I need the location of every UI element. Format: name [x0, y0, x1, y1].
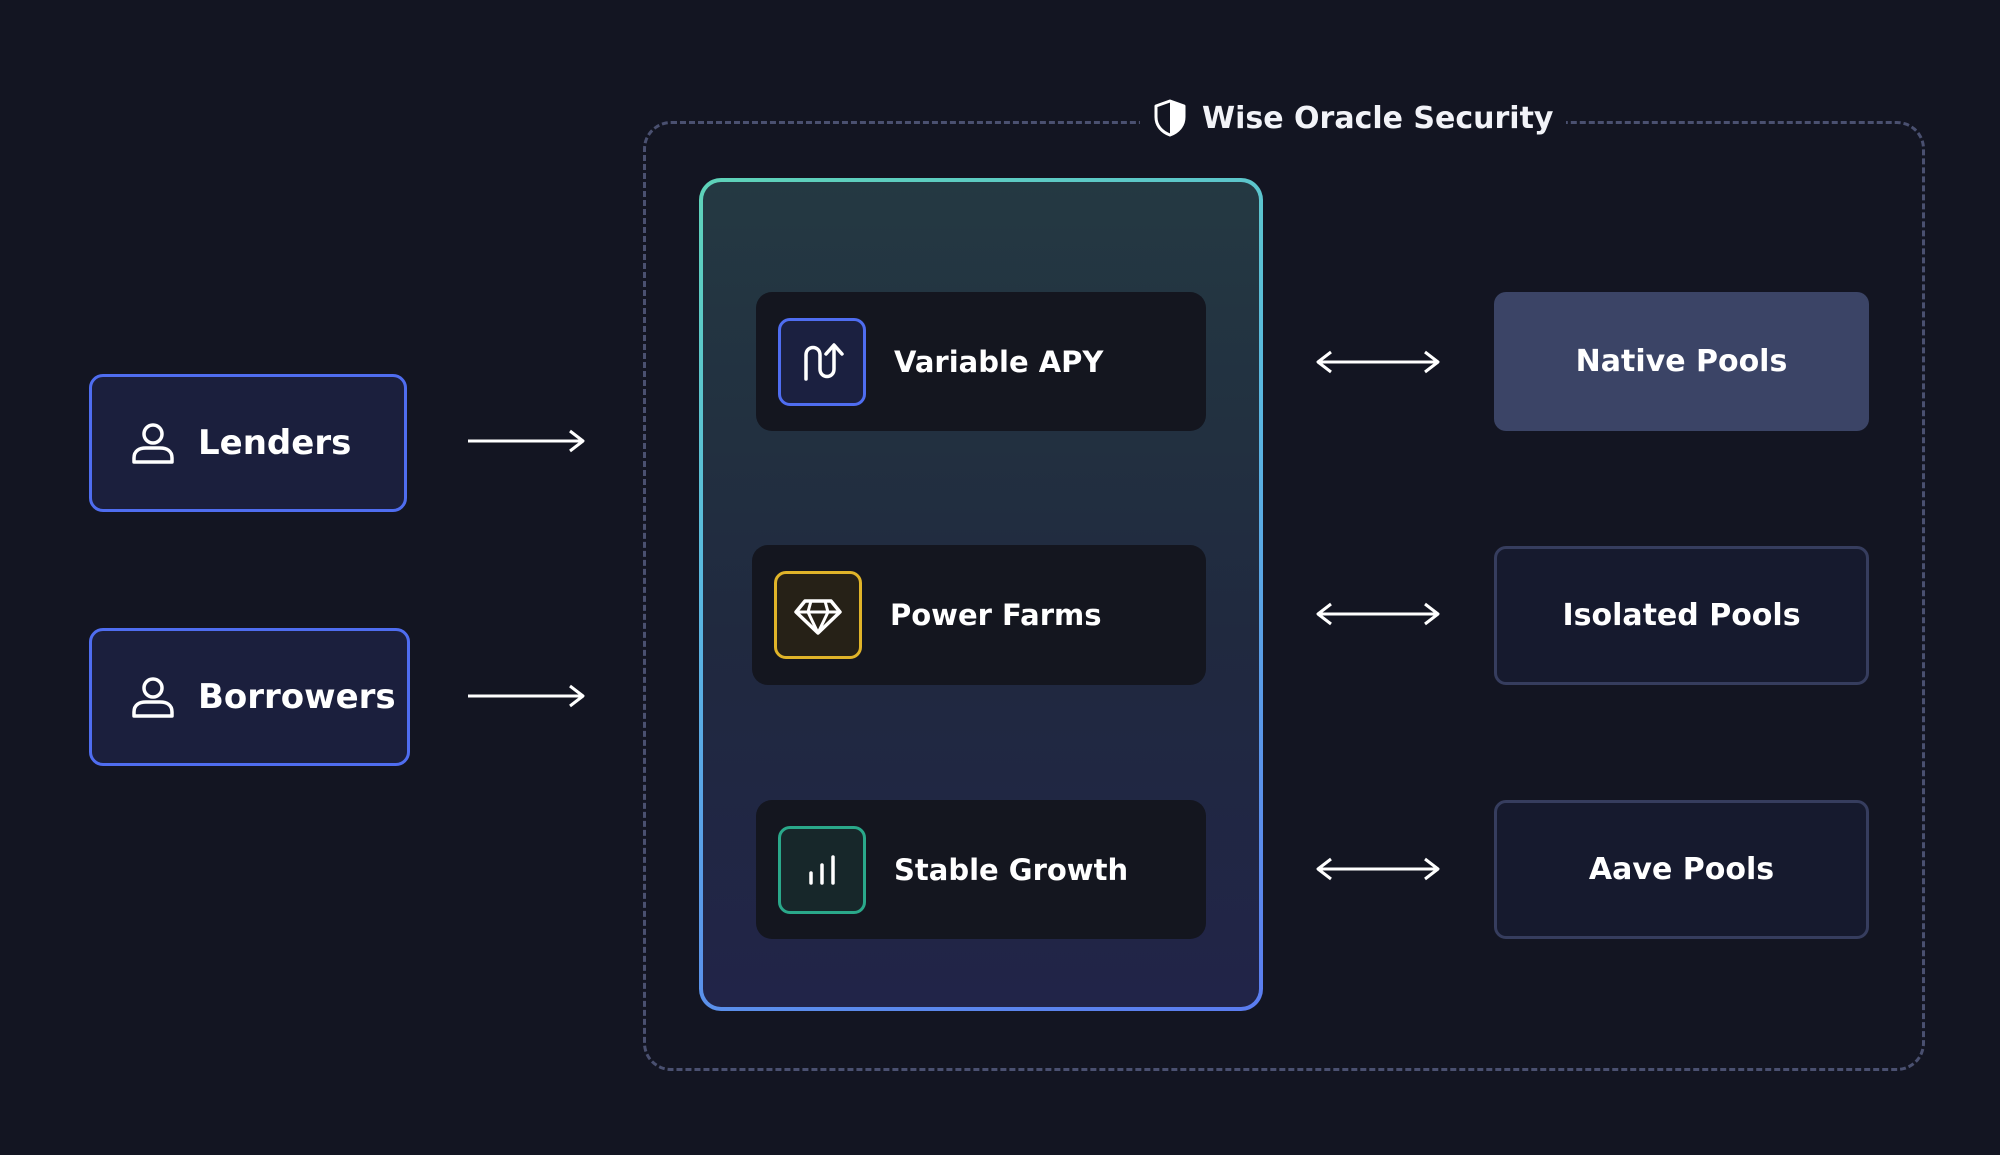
diamond-icon [794, 599, 842, 635]
strategy-stable-growth: Stable Growth [756, 800, 1206, 939]
actor-label: Borrowers [198, 677, 396, 717]
strategy-icon-tile [778, 825, 866, 914]
arrow-right-icon [468, 684, 585, 708]
security-label: Wise Oracle Security [1140, 94, 1566, 142]
arrow-bidirectional-icon [1316, 602, 1440, 626]
strategy-label: Stable Growth [894, 852, 1129, 887]
arrow-bidirectional-icon [1316, 350, 1440, 374]
strategy-icon-tile [778, 317, 866, 406]
security-title: Wise Oracle Security [1202, 100, 1554, 136]
pool-isolated: Isolated Pools [1494, 546, 1869, 685]
actor-label: Lenders [198, 423, 352, 463]
actor-borrowers: Borrowers [89, 628, 410, 766]
bar-chart-icon [809, 854, 835, 885]
strategy-label: Power Farms [890, 598, 1102, 632]
strategy-label: Variable APY [894, 344, 1104, 379]
pool-aave: Aave Pools [1494, 800, 1869, 939]
strategy-power-farms: Power Farms [752, 545, 1206, 685]
pool-native: Native Pools [1494, 292, 1869, 431]
pool-label: Native Pools [1575, 344, 1788, 379]
user-icon [132, 677, 174, 718]
user-icon [132, 423, 174, 464]
actor-lenders: Lenders [89, 374, 407, 512]
pool-label: Isolated Pools [1562, 598, 1801, 633]
variable-curve-arrow-icon [804, 342, 844, 381]
shield-icon [1154, 99, 1186, 137]
arrow-bidirectional-icon [1316, 857, 1440, 881]
strategy-icon-tile [774, 571, 862, 659]
strategy-variable-apy: Variable APY [756, 292, 1206, 431]
arrow-right-icon [468, 429, 585, 453]
pool-label: Aave Pools [1588, 852, 1775, 887]
